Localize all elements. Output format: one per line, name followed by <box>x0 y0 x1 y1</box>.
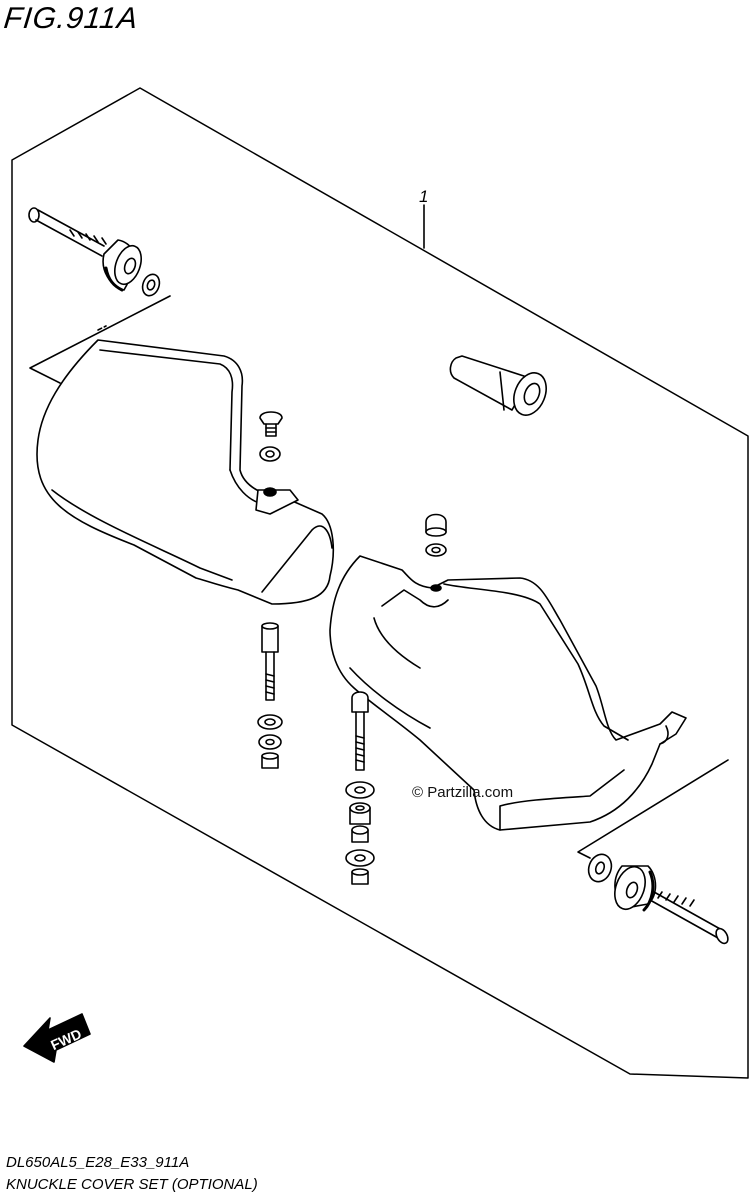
left-knuckle-cover <box>36 339 335 605</box>
right-mount-collar <box>351 825 369 843</box>
diagram-code: DL650AL5_E28_E33_911A <box>6 1154 190 1171</box>
left-mount-line <box>29 295 171 384</box>
right-cap-washer <box>425 543 447 557</box>
left-mount-washer <box>258 734 282 750</box>
callout-number: 1 <box>419 187 428 206</box>
right-bar-end-washer <box>587 853 613 883</box>
left-mount-nut <box>261 752 279 769</box>
right-mount-nut <box>351 868 369 885</box>
left-cover-washer <box>259 446 281 462</box>
right-cap-nut <box>425 513 447 537</box>
right-mount-spacer <box>349 802 371 825</box>
left-mount-bolt <box>261 622 279 701</box>
forward-direction-arrow: FWD <box>23 1013 91 1063</box>
right-bar-end-bolt <box>649 891 729 945</box>
left-mount-spacer <box>257 714 283 730</box>
left-bar-end-weight <box>102 239 142 292</box>
partzilla-watermark: © Partzilla.com <box>412 784 513 801</box>
left-cover-screw <box>259 411 283 437</box>
right-bar-end-weight <box>614 865 657 912</box>
right-mount-line <box>577 759 729 859</box>
right-mount-washer-1 <box>345 781 375 799</box>
left-bar-end-washer <box>141 273 161 297</box>
kit-outline-box <box>11 87 749 1079</box>
right-mount-washer-2 <box>345 849 375 867</box>
diagram-name: KNUCKLE COVER SET (OPTIONAL) <box>6 1176 258 1193</box>
right-mount-bolt <box>351 691 369 771</box>
left-bar-end-bolt <box>28 207 107 257</box>
right-knuckle-cover <box>329 555 687 831</box>
rubber-grommet <box>449 355 547 416</box>
